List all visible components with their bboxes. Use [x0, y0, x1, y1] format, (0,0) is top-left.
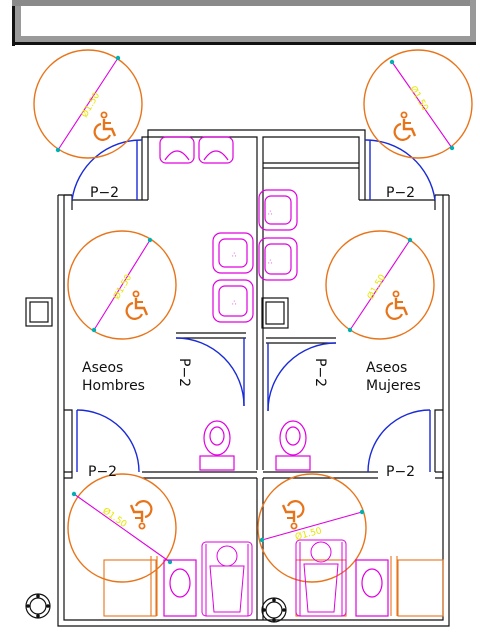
toilets — [163, 420, 389, 617]
wheelchair-icon — [385, 290, 409, 321]
door-label-p2: P−2 — [90, 185, 119, 201]
door-label-p2: P−2 — [386, 464, 415, 480]
wheelchair-users — [201, 539, 347, 617]
wheelchair-user-icon — [201, 541, 253, 617]
wheelchair-icons — [93, 111, 417, 530]
sink-icon — [159, 136, 195, 164]
door-label-p2: P−2 — [176, 358, 192, 387]
room-label-men: Aseos — [82, 360, 123, 376]
floor-drains — [25, 593, 287, 623]
svg-text:∴: ∴ — [232, 251, 237, 259]
diameter-lines — [57, 57, 453, 563]
shaft-icon — [25, 297, 53, 327]
toilet-icon — [355, 559, 389, 617]
shaft-icon — [261, 297, 289, 329]
toilet-icon — [163, 559, 197, 617]
toilet-icon — [275, 420, 311, 471]
door-label-p2: P−2 — [88, 464, 117, 480]
radius-label: Ø1.50 — [79, 90, 102, 119]
door-label-p2: P−2 — [386, 185, 415, 201]
exterior-wall-top — [12, 0, 476, 46]
wheelchair-icon — [125, 290, 149, 321]
sink-icon: ∴ — [258, 189, 298, 231]
svg-text:∴: ∴ — [268, 258, 273, 266]
building-walls — [57, 129, 450, 627]
floor-drain-icon — [261, 597, 287, 623]
door-label-p2: P−2 — [312, 358, 328, 387]
svg-text:∴: ∴ — [232, 299, 237, 307]
floor-drain-icon — [25, 593, 51, 619]
room-label-women: Aseos — [366, 360, 407, 376]
wheelchair-icon — [393, 111, 417, 142]
sink-icon: ∴ — [212, 232, 254, 274]
doors — [71, 139, 436, 473]
svg-text:∴: ∴ — [268, 209, 273, 217]
radius-label: Ø1.50 — [407, 84, 430, 113]
dimension-dots — [55, 55, 455, 565]
radius-labels: Ø1.50 Ø1.50 Ø1.50 Ø1.50 Ø1.50 Ø1.50 — [79, 84, 431, 543]
labels: P−2 P−2 P−2 P−2 P−2 P−2 Aseos Hombres As… — [82, 185, 421, 480]
turning-circles — [33, 49, 473, 583]
room-label-women-2: Mujeres — [366, 378, 421, 394]
radius-label: Ø1.50 — [365, 272, 388, 301]
sink-icon: ∴ — [258, 237, 298, 281]
radius-label: Ø1.50 — [111, 272, 134, 301]
wheelchair-user-icon — [295, 539, 347, 617]
shafts — [25, 297, 289, 329]
wheelchair-icon — [129, 499, 153, 530]
room-label-men-2: Hombres — [82, 378, 145, 394]
sink-icon — [198, 136, 234, 164]
toilet-icon — [199, 420, 235, 471]
radius-label: Ø1.50 — [100, 505, 129, 530]
sinks: ∴ ∴ ∴ ∴ — [159, 136, 298, 323]
wheelchair-icon — [93, 111, 117, 142]
wheelchair-icon — [281, 499, 305, 530]
sink-icon: ∴ — [212, 279, 254, 323]
